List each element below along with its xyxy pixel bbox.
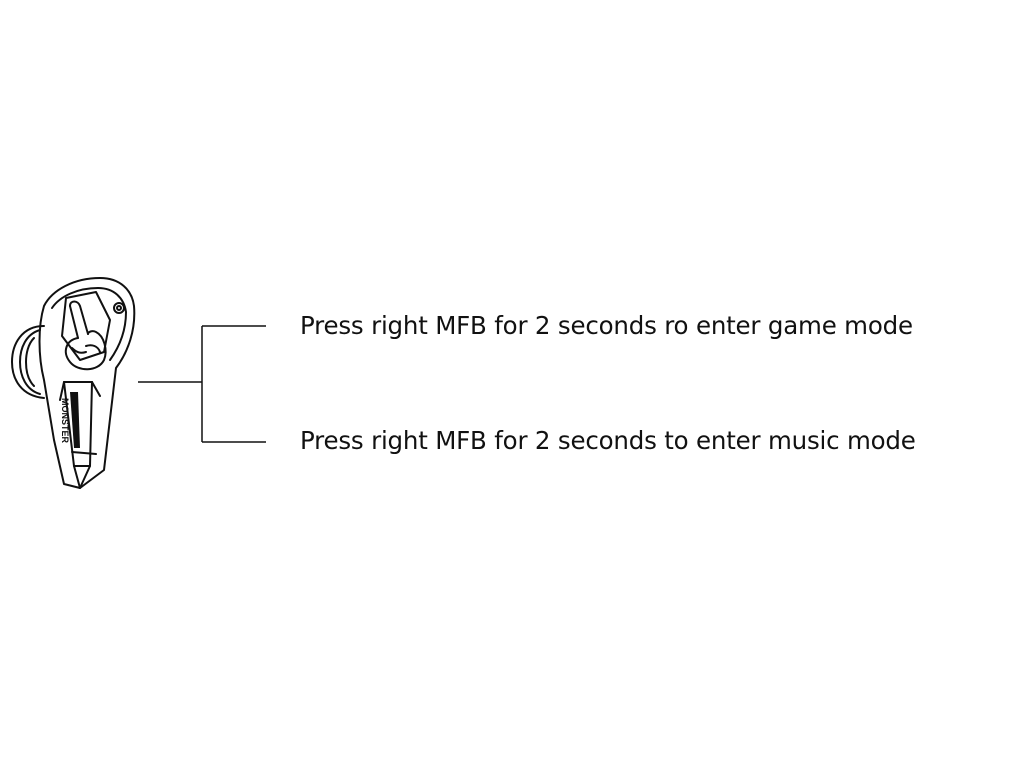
brand-text: MONSTER [60, 398, 70, 444]
earbud-inner-shell [51, 287, 127, 361]
earbud-illustration [11, 277, 136, 489]
finger-press-icon [64, 300, 107, 371]
sensor-dot-icon [113, 302, 125, 314]
earbud-housing [38, 277, 136, 489]
instruction-game-mode: Press right MFB for 2 seconds ro enter g… [300, 311, 913, 340]
instruction-music-mode: Press right MFB for 2 seconds to enter m… [300, 426, 916, 455]
mfb-touch-area [61, 291, 111, 361]
callout-bracket [138, 325, 266, 443]
ear-tip [11, 325, 45, 399]
